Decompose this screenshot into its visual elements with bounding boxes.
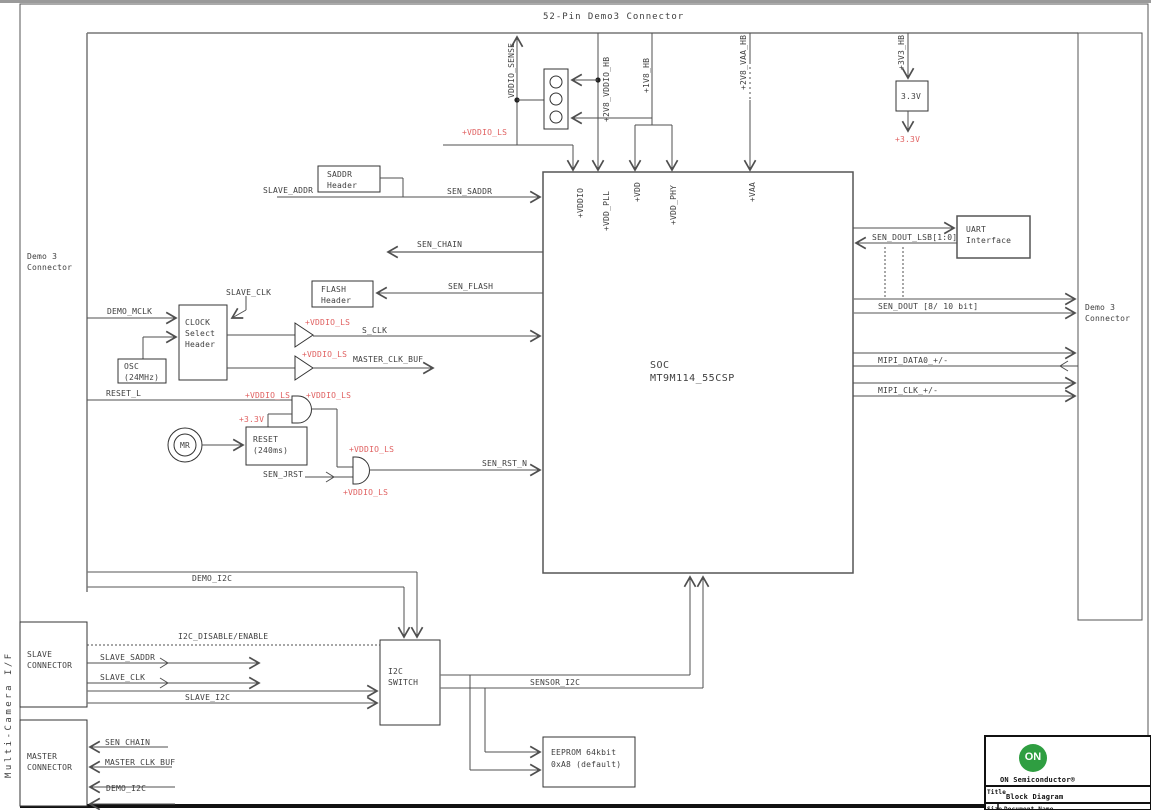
net-reset-l: RESET_L xyxy=(106,389,142,398)
clock-buffer-1 xyxy=(294,322,314,348)
net-slave-clk-bottom: SLAVE_CLK xyxy=(100,673,146,682)
right-connector-box xyxy=(1077,32,1143,621)
net-mipi-clk: MIPI_CLK_+/- xyxy=(878,386,939,395)
rail-vddio-ls-gate1-right: +VDDIO_LS xyxy=(306,391,352,400)
reset-timer-label: RESET (240ms) xyxy=(253,435,289,455)
net-sen-rst-n: SEN_RST_N xyxy=(482,459,528,468)
eeprom-box xyxy=(542,736,636,788)
mr-button-label: MR xyxy=(179,441,191,450)
clock-select-header-label: CLOCK Select Header xyxy=(185,318,216,349)
rail-3v3-out: +3.3V xyxy=(895,135,921,144)
osc-box xyxy=(117,358,167,384)
brand-name: ON Semiconductor® xyxy=(1000,776,1076,784)
left-connector-label: Demo 3 Connector xyxy=(27,252,73,272)
flash-header-label: FLASH Header xyxy=(321,285,352,305)
saddr-header-box xyxy=(317,165,381,193)
net-demo-mclk: DEMO_MCLK xyxy=(107,307,153,316)
uart-interface-label: UART Interface xyxy=(966,225,1012,245)
net-sen-chain: SEN_CHAIN xyxy=(417,240,463,249)
soc-pin-vaa: +VAA xyxy=(748,181,757,202)
soc-pin-vdd-phy: +VDD_PHY xyxy=(669,184,678,225)
reset-timer-box xyxy=(245,426,308,466)
mr-button-inner xyxy=(173,433,197,457)
rail-vddio-ls-buf2: +VDDIO_LS xyxy=(302,350,348,359)
flash-header-box xyxy=(311,280,374,308)
eeprom-label-line1: EEPROM 64kbit xyxy=(551,748,617,757)
rail-vddio-ls-gate1-left: +VDDIO_LS xyxy=(245,391,291,400)
soc-box xyxy=(542,171,854,574)
slave-connector-box xyxy=(19,621,88,708)
net-sen-dout-lsb: SEN_DOUT_LSB[1:0] xyxy=(872,233,958,242)
net-sen-flash: SEN_FLASH xyxy=(448,282,494,291)
clock-buffer-2 xyxy=(294,355,314,381)
master-connector-box xyxy=(19,719,88,807)
i2c-switch-label: I2C SWITCH xyxy=(388,667,419,687)
net-slave-addr: SLAVE_ADDR xyxy=(263,186,314,195)
net-slave-clk-top: SLAVE_CLK xyxy=(226,288,272,297)
multi-camera-if-label: Multi-Camera I/F xyxy=(4,651,14,778)
net-3v3-hb: +3V3_HB xyxy=(897,34,906,70)
rail-vddio-ls-gate2-bottom: +VDDIO_LS xyxy=(343,488,389,497)
soc-pin-vdd: +VDD xyxy=(633,181,642,202)
net-sensor-i2c: SENSOR_I2C xyxy=(530,678,581,687)
slave-connector-label: SLAVE CONNECTOR xyxy=(27,650,73,670)
net-mipi-data0: MIPI_DATA0_+/- xyxy=(878,356,949,365)
titleblock-size-label: Size xyxy=(987,806,1003,810)
net-demo-i2c-bottom: DEMO_I2C xyxy=(106,784,147,793)
top-connector-title: 52-Pin Demo3 Connector xyxy=(543,12,685,22)
net-master-clk-buf-top: MASTER_CLK_BUF xyxy=(353,355,424,364)
net-sen-dout: SEN_DOUT [8/ 10 bit] xyxy=(878,302,979,311)
rail-vddio-ls-gate2-top: +VDDIO_LS xyxy=(349,445,395,454)
regulator-3v3-box xyxy=(895,80,929,112)
osc-label: OSC (24MHz) xyxy=(124,362,160,382)
net-1v8-hb: +1V8_HB xyxy=(642,57,651,93)
saddr-jumper-header xyxy=(543,68,569,130)
uart-interface-box xyxy=(956,215,1031,259)
eeprom-label-line2: 0xA8 (default) xyxy=(551,760,622,769)
soc-pin-vddio: +VDDIO xyxy=(576,187,585,218)
rail-vddio-ls-buf1: +VDDIO_LS xyxy=(305,318,351,327)
net-2v8-vddio-hb: +2V8_VDDIO_HB xyxy=(602,56,611,122)
master-connector-label: MASTER CONNECTOR xyxy=(27,752,73,772)
net-master-clk-buf-bottom: MASTER_CLK_BUF xyxy=(105,758,176,767)
reset-and-gate-2 xyxy=(352,456,370,485)
net-s-clk: S_CLK xyxy=(362,326,388,335)
net-demo-i2c-mid: DEMO_I2C xyxy=(192,574,233,583)
net-i2c-disable: I2C_DISABLE/ENABLE xyxy=(178,632,269,641)
soc-name: SOC xyxy=(650,360,670,371)
on-semi-logo xyxy=(1019,744,1047,772)
net-sen-jrst: SEN_JRST xyxy=(263,470,304,479)
reset-and-gate-1 xyxy=(291,395,312,424)
net-vddio-sense: VDDIO_SENSE xyxy=(507,42,516,98)
net-2v8-vaa-hb: +2V8_VAA_HB xyxy=(739,34,748,90)
on-logo-text: ON xyxy=(1024,751,1042,763)
soc-pin-vdd-pll: +VDD_PLL xyxy=(602,190,611,231)
saddr-header-label: SADDR Header xyxy=(327,170,358,190)
titleblock-title-label: Title xyxy=(987,789,1007,796)
net-sen-chain-bottom: SEN_CHAIN xyxy=(105,738,151,747)
net-sen-saddr: SEN_SADDR xyxy=(447,187,493,196)
rail-3v3-reset: +3.3V xyxy=(239,415,265,424)
soc-part-number: MT9M114_55CSP xyxy=(650,373,735,384)
clock-select-header-box xyxy=(178,304,228,381)
i2c-switch-box xyxy=(379,639,441,726)
net-slave-saddr: SLAVE_SADDR xyxy=(100,653,156,662)
regulator-3v3-label: 3.3V xyxy=(901,92,922,101)
net-slave-i2c: SLAVE_I2C xyxy=(185,693,231,702)
titleblock-title-value: Block Diagram xyxy=(1006,793,1064,801)
titleblock-doc-label: Document Name xyxy=(1004,806,1054,810)
right-connector-label: Demo 3 Connector xyxy=(1085,303,1131,323)
title-block xyxy=(984,735,1151,810)
rail-vddio-ls-top: +VDDIO_LS xyxy=(462,128,508,137)
